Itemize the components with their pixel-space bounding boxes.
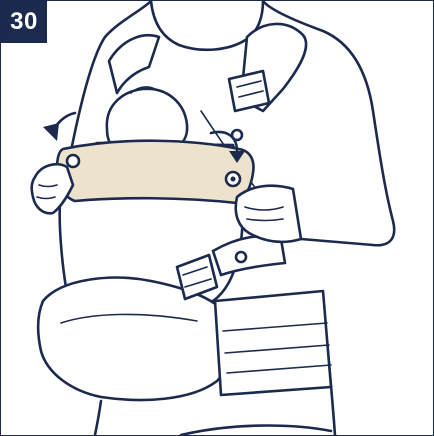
- snap-button-icon: [67, 155, 79, 167]
- left-shoulder-strap: [109, 35, 159, 93]
- carrier-seat: [38, 278, 233, 400]
- step-number-badge: 30: [1, 1, 47, 43]
- right-hand: [236, 186, 301, 242]
- baby-head-shape: [107, 89, 187, 147]
- left-side-outline: [95, 401, 101, 435]
- fold-left-arrowhead: [43, 123, 59, 141]
- headrest-pad: [57, 141, 253, 203]
- side-strap-ring: [236, 252, 246, 262]
- baby-head: [107, 87, 187, 147]
- headrest-cover: [57, 141, 253, 203]
- waist-belt-panel: [215, 291, 331, 395]
- snap-center: [231, 177, 236, 182]
- waist-line: [181, 426, 331, 436]
